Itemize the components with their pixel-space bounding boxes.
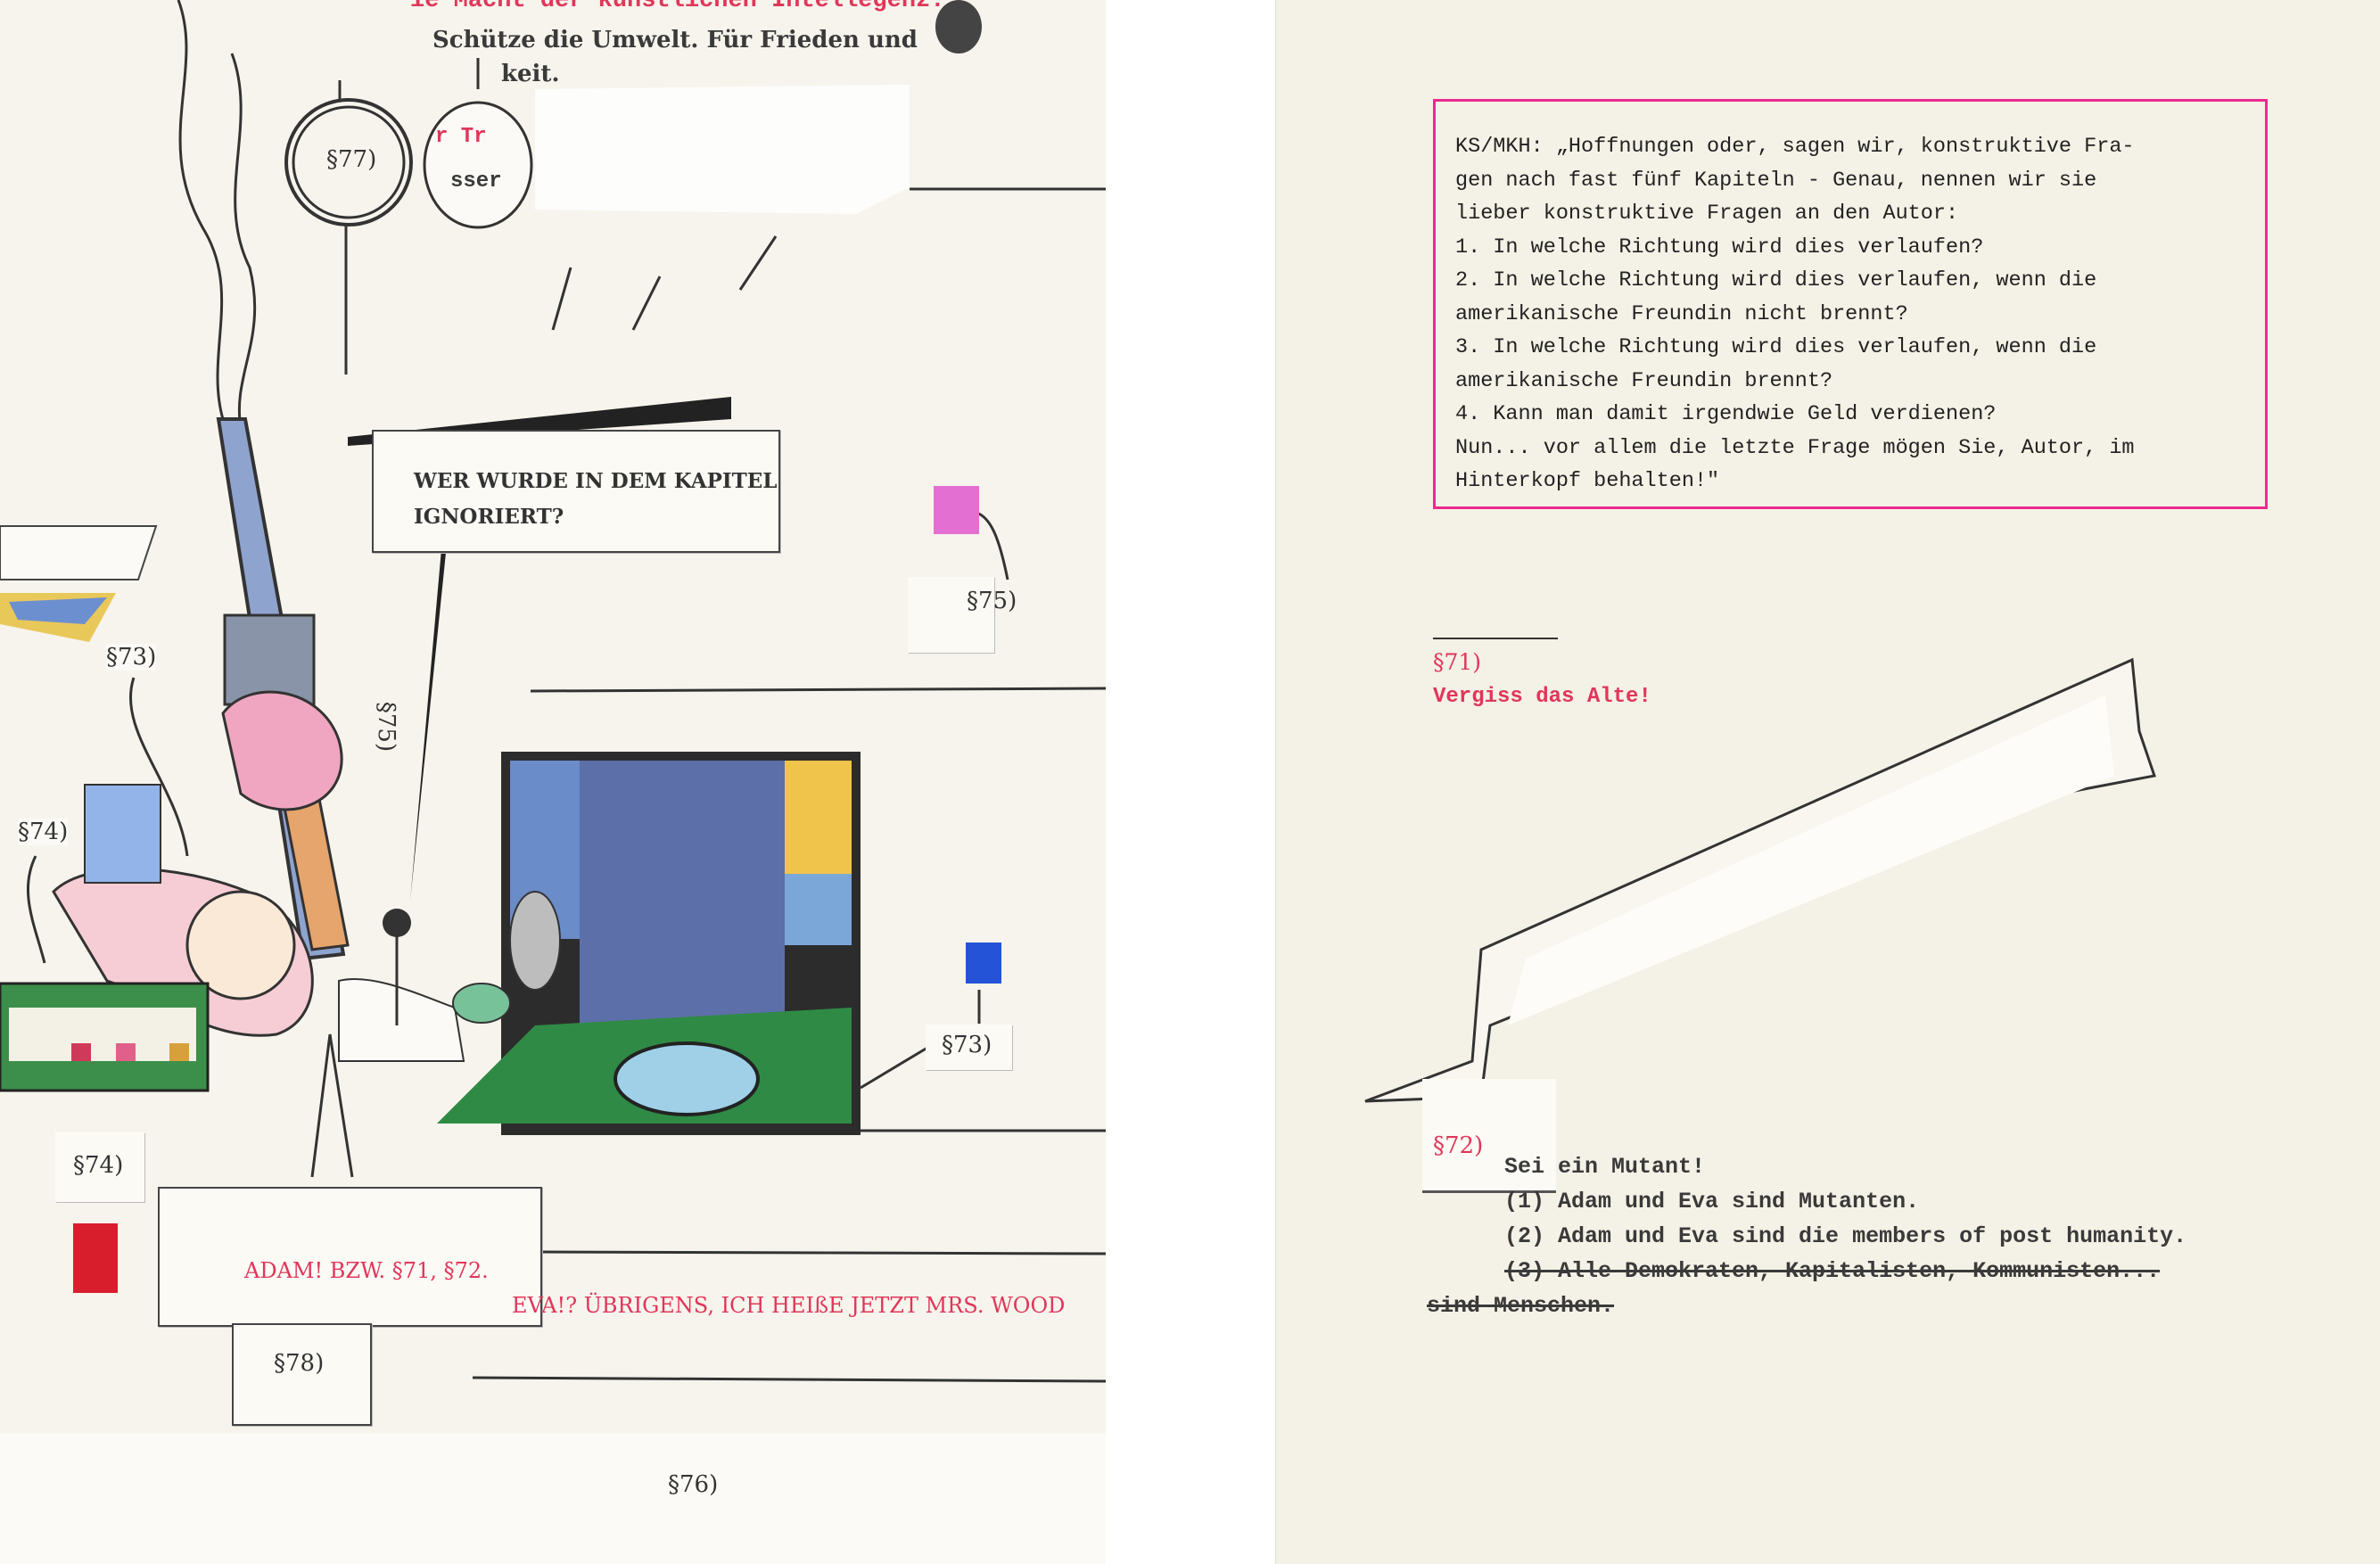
quote-line: amerikanische Freundin nicht brennt? [1455, 301, 1908, 326]
section-72-label: §72) [1433, 1132, 1484, 1159]
top-red-line: ie Macht der künstlichen Intellegenz. [410, 0, 945, 14]
label-74-bottom-note: §74) [55, 1132, 144, 1202]
quote-line: Hinterkopf behalten!" [1455, 469, 1720, 493]
label-73-right: §73) [942, 1032, 992, 1058]
section-72-item-2: (2) Adam und Eva sind die members of pos… [1504, 1223, 2187, 1249]
erased-collage-shape [1364, 657, 2156, 1103]
top-line-1: Schütze die Umwelt. Für Frieden und [432, 27, 918, 54]
section-72-item-3-cont-struck: sind Menschen. [1427, 1293, 1615, 1319]
label-74-left: §74) [18, 819, 69, 845]
left-page-margin [0, 1434, 1106, 1564]
speech-bubble: WER WURDE IN DEM KAPITEL IGNORIERT? [372, 430, 780, 553]
circle-label-77: §77) [326, 146, 377, 173]
left-page: ie Macht der künstlichen Intellegenz. Sc… [0, 0, 1106, 1564]
right-page [1275, 0, 2380, 1564]
label-72-paper [1422, 1079, 1556, 1193]
speech-line-1: WER WURDE IN DEM KAPITEL [414, 469, 778, 493]
section-71-label: §71) [1433, 649, 1482, 675]
label-75: §75) [967, 588, 1017, 614]
speech-line-2: IGNORIERT? [414, 505, 564, 529]
quote-line: 3. In welche Richtung wird dies verlaufe… [1455, 335, 2097, 359]
red-smudge [73, 1223, 118, 1293]
section-72-item-3-struck: (3) Alle Demokraten, Kapitalisten, Kommu… [1504, 1258, 2161, 1284]
label-74-bottom: §74) [73, 1152, 124, 1179]
blue-smudge [966, 943, 1001, 984]
section-72-item-1: (1) Adam und Eva sind Mutanten. [1504, 1189, 1920, 1214]
section-rule [1433, 638, 1558, 639]
label-78-note: §78) [232, 1323, 372, 1426]
pink-smudge [934, 486, 979, 534]
label-73-right-note: §73) [926, 1025, 1012, 1070]
circle-fragment-black: sser [450, 169, 502, 193]
collage-drawing [0, 0, 1106, 1383]
adam-note: ADAM! BZW. §71, §72. [158, 1187, 542, 1327]
quote-line: Nun... vor allem die letzte Frage mögen … [1455, 435, 2135, 460]
page-label-76: §76) [668, 1471, 719, 1498]
label-78: §78) [274, 1350, 325, 1377]
label-73-left: §73) [106, 644, 157, 671]
circle-77 [284, 98, 413, 226]
quote-line: 1. In welche Richtung wird dies verlaufe… [1455, 235, 1984, 259]
section-72-title: Sei ein Mutant! [1504, 1154, 1706, 1180]
quote-line: 2. In welche Richtung wird dies verlaufe… [1455, 268, 2097, 292]
circle-fragment-red: r Tr [435, 125, 487, 149]
quote-line: amerikanische Freundin brennt? [1455, 368, 1833, 393]
eva-note: EVA!? ÜBRIGENS, ICH HEIßE JETZT MRS. WOO… [512, 1293, 1066, 1318]
adam-note-text: ADAM! BZW. §71, §72. [244, 1258, 489, 1283]
label-75-note: §75) [908, 577, 1017, 653]
quote-box: KS/MKH: „Hoffnungen oder, sagen wir, kon… [1433, 99, 2268, 509]
top-line-2: keit. [501, 61, 560, 87]
section-71-text: Vergiss das Alte! [1433, 685, 1651, 709]
quote-line: KS/MKH: „Hoffnungen oder, sagen wir, kon… [1455, 135, 2135, 159]
quote-line: gen nach fast fünf Kapiteln - Genau, nen… [1455, 168, 2097, 193]
quote-line: 4. Kann man damit irgendwie Geld verdien… [1455, 402, 1997, 426]
quote-line: lieber konstruktive Fragen an den Autor: [1455, 202, 1959, 226]
label-75-rotated: §75) [373, 701, 400, 753]
